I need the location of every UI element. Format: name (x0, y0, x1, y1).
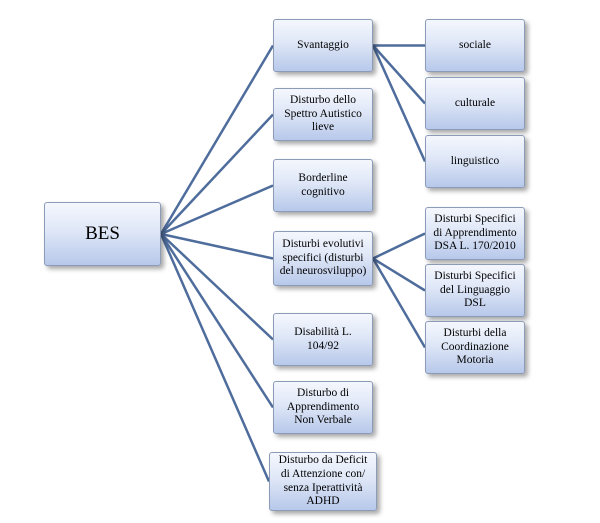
node-borderline-cognitivo: Borderline cognitivo (273, 159, 373, 212)
connector-root-evolutivi (160, 232, 274, 260)
node-dsa: Disturbi Specifici di Apprendimento DSA … (425, 207, 525, 260)
node-disabilita: Disabilità L. 104/92 (273, 313, 373, 366)
connector-evolutivi-dsl (372, 257, 426, 292)
connector-root-disabilita (160, 233, 274, 341)
node-adhd: Disturbo da Deficit di Attenzione con/ s… (269, 452, 377, 511)
connector-root-spettro (160, 113, 274, 235)
node-coordinazione-motoria: Disturbi della Coordinazione Motoria (425, 321, 525, 374)
node-disturbi-evolutivi: Disturbi evolutivi specifici (disturbi d… (273, 231, 373, 286)
node-linguistico: linguistico (425, 135, 525, 188)
node-sociale: sociale (425, 19, 525, 72)
connector-svantaggio-culturale (372, 44, 426, 105)
node-dsl: Disturbi Specifici del Linguaggio DSL (425, 264, 525, 317)
connector-svantaggio-linguistico (371, 44, 427, 163)
node-spettro-autistico: Disturbo dello Spettro Autistico lieve (273, 88, 373, 141)
connector-root-svantaggio (159, 44, 275, 235)
connector-root-adhd (159, 233, 271, 482)
connector-evolutivi-coordinazione (371, 257, 427, 349)
node-bes: BES (44, 202, 161, 266)
connector-evolutivi-dsa (372, 232, 426, 260)
connector-root-nonverbale (159, 233, 275, 409)
node-culturale: culturale (425, 77, 525, 130)
connector-root-borderline (160, 184, 274, 236)
node-svantaggio: Svantaggio (273, 19, 373, 72)
node-apprendimento-non-verbale: Disturbo di Apprendimento Non Verbale (273, 381, 373, 434)
